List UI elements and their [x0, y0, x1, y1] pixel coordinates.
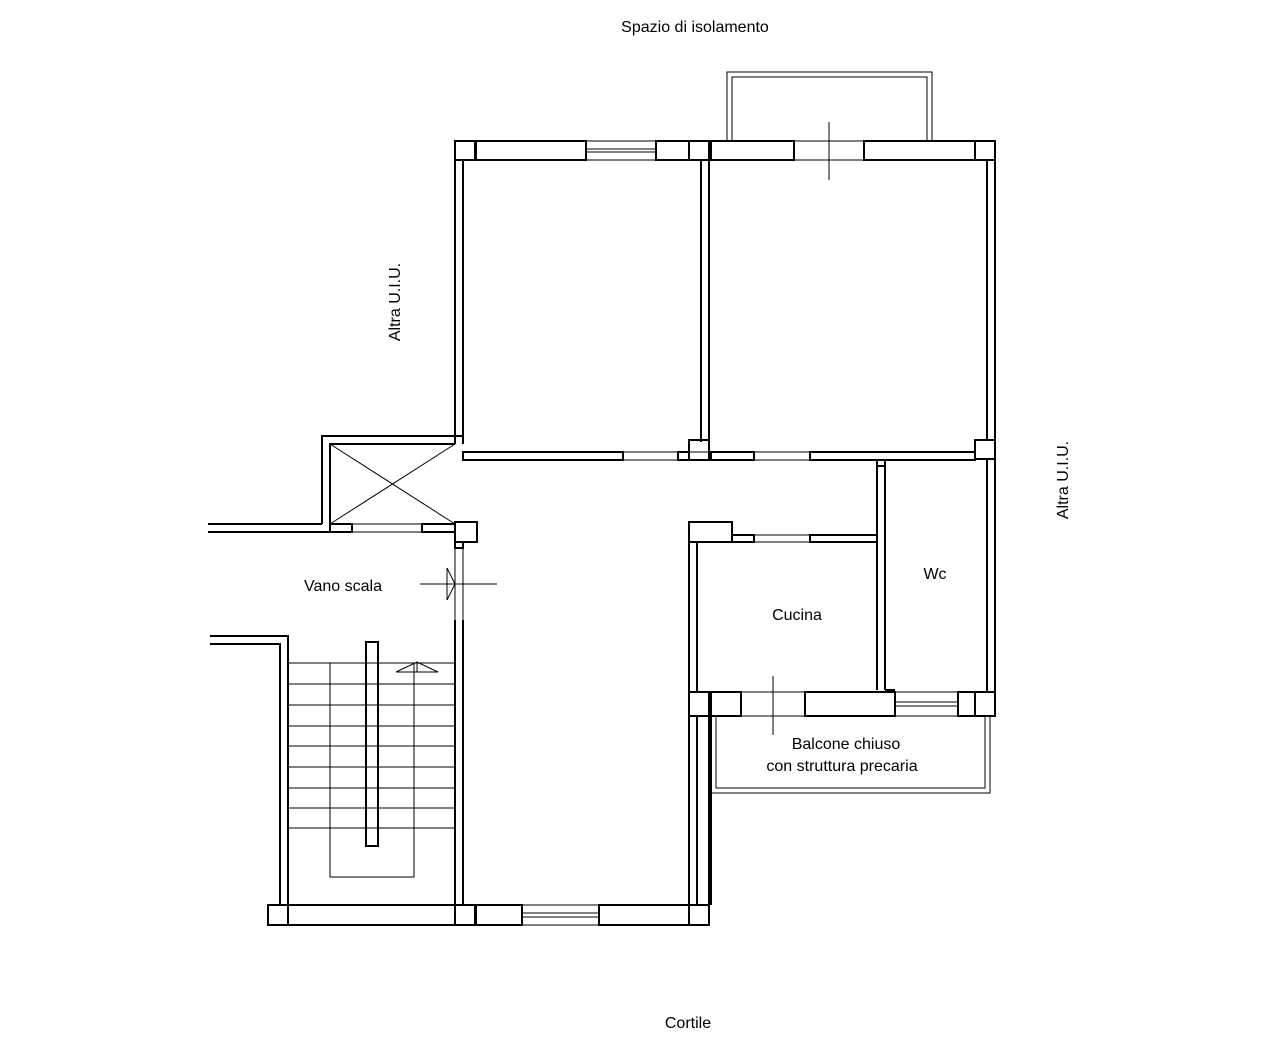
- label-isolation-space: Spazio di isolamento: [621, 19, 769, 36]
- wall-pillar: [454, 140, 476, 161]
- windows: [586, 122, 885, 735]
- entrance-door: [420, 548, 497, 620]
- label-courtyard: Cortile: [665, 1015, 711, 1032]
- lift-shaft: [321, 435, 478, 549]
- label-balcony-line2: con struttura precaria: [766, 758, 917, 775]
- label-balcony-line1: Balcone chiuso: [792, 736, 901, 753]
- top-balcony: [726, 71, 933, 141]
- wall-pillar: [688, 140, 710, 161]
- exterior-walls: [208, 140, 996, 926]
- stairs: [288, 641, 455, 878]
- wall-segment: [655, 140, 690, 161]
- label-other-unit-right: Altra U.I.U.: [1055, 441, 1072, 519]
- label-other-unit-left: Altra U.I.U.: [387, 263, 404, 341]
- label-wc: Wc: [923, 566, 946, 583]
- wall-segment: [863, 140, 976, 161]
- wall-segment: [710, 140, 795, 161]
- label-stairwell: Vano scala: [304, 578, 382, 595]
- wall-segment: [475, 140, 587, 161]
- wall-pillar: [974, 140, 996, 161]
- label-kitchen: Cucina: [772, 607, 822, 624]
- closed-balcony: [710, 716, 991, 794]
